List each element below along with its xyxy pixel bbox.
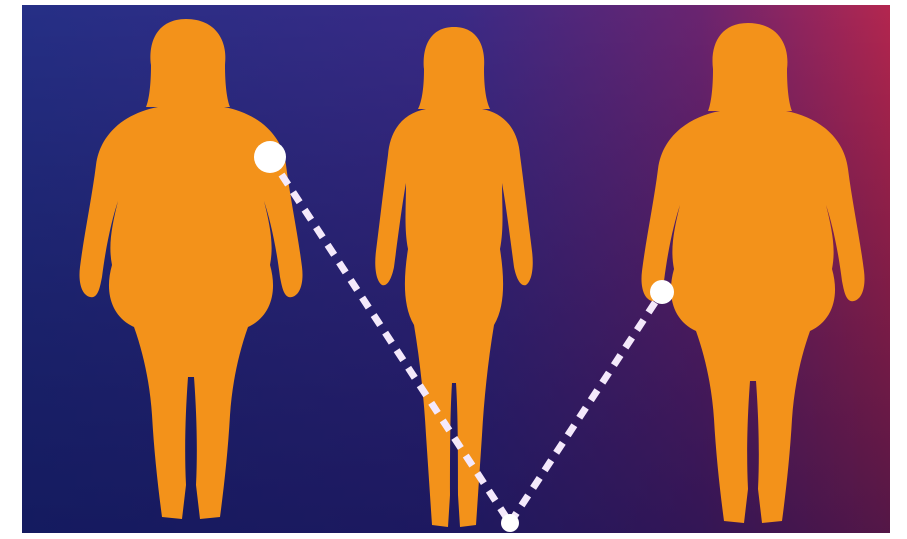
illustration-panel bbox=[22, 5, 890, 533]
end-point-marker bbox=[650, 280, 674, 304]
start-point-marker bbox=[254, 141, 286, 173]
illustration-svg bbox=[22, 5, 890, 533]
low-point-marker bbox=[501, 514, 519, 532]
